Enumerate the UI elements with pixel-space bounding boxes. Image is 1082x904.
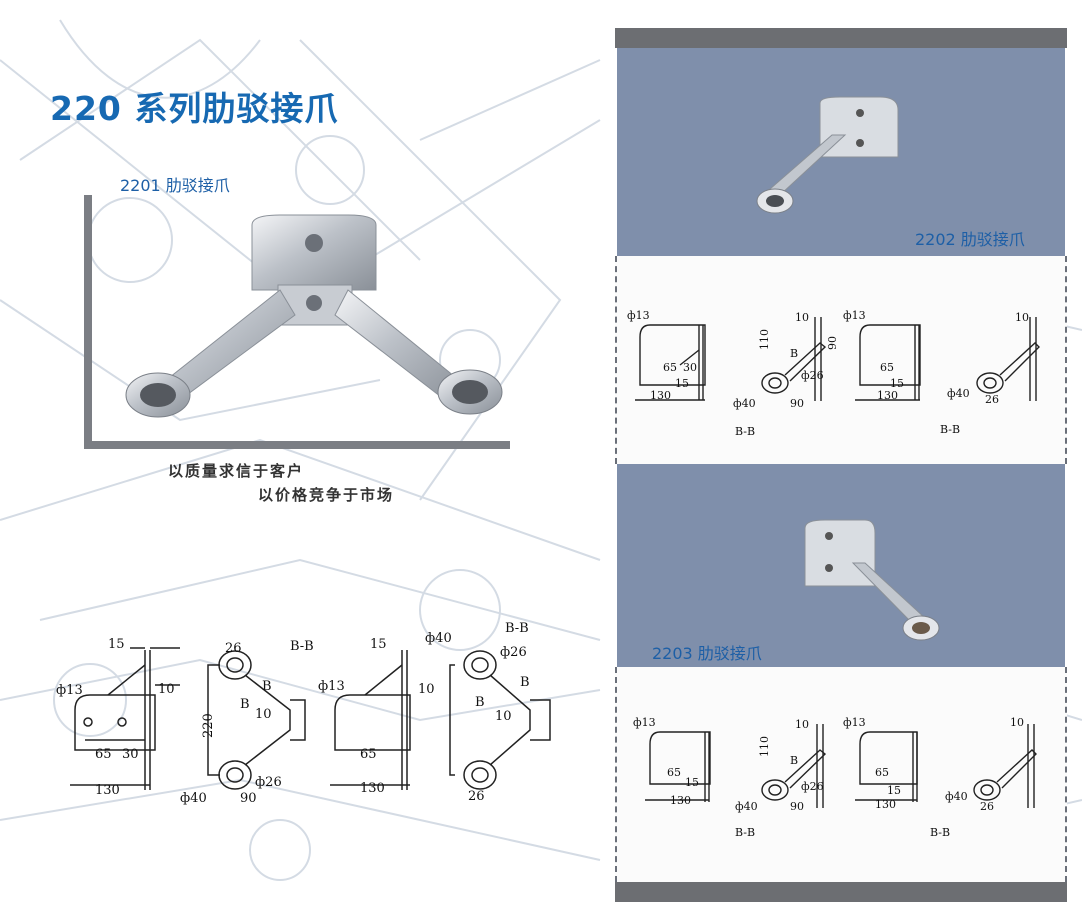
dim-26-b: 26: [468, 789, 485, 804]
dim-90-c: 90: [790, 397, 804, 410]
product-2201-photo: [84, 195, 510, 449]
dim-phi26-b: ф26: [500, 645, 527, 660]
product-2202-photo: [756, 96, 899, 214]
dim-26-d: 26: [980, 800, 994, 813]
dim-65-e: 65: [667, 766, 681, 779]
bottom-gray-bar: [615, 882, 1067, 902]
dim-130-f: 130: [875, 798, 896, 811]
product-2201-label: 2201 肋驳接爪: [120, 176, 230, 195]
dim-phi13-c: ф13: [627, 309, 650, 322]
label-b-c: B: [520, 675, 530, 690]
drawing-2203-area: [615, 667, 1067, 882]
dim-phi40-b: ф40: [425, 631, 452, 646]
dim-15-b: 15: [370, 637, 387, 652]
drawing-2202: ф13 65 30 15 130 10 110 90 B ф26 ф40 90 …: [627, 309, 1040, 438]
dim-30-a: 30: [122, 747, 139, 762]
label-bb-b: B-B: [505, 621, 529, 636]
product-2203-photo: [804, 519, 940, 641]
top-gray-bar: [615, 28, 1067, 48]
dim-phi26-c: ф26: [801, 369, 824, 382]
dim-220-a: 220: [201, 713, 216, 738]
dim-10-h: 10: [1010, 716, 1024, 729]
label-b-f: B: [790, 754, 798, 767]
dim-phi13-e: ф13: [633, 716, 656, 729]
dim-110-a: 110: [758, 329, 771, 350]
dim-65-a: 65: [95, 747, 112, 762]
dim-65-c: 65: [663, 361, 677, 374]
label-bb-d: B-B: [940, 423, 960, 436]
drawing-2201: 15 10 ф13 65 30 130 26 220 10 B B ф26 ф4…: [56, 621, 551, 806]
dim-10-a: 10: [158, 682, 175, 697]
dim-phi40-f: ф40: [945, 790, 968, 803]
dim-phi26-d: ф26: [801, 780, 824, 793]
label-bb-e: B-B: [735, 826, 755, 839]
dim-phi13-d: ф13: [843, 309, 866, 322]
dim-10-g: 10: [795, 718, 809, 731]
product-2203-label: 2203 肋驳接爪: [652, 644, 762, 663]
dim-65-b: 65: [360, 747, 377, 762]
drawing-2203: ф13 65 15 130 10 110 B ф26 ф40 90 B-B ф1…: [633, 716, 1037, 839]
dim-phi13-b: ф13: [318, 679, 345, 694]
dim-130-a: 130: [95, 783, 120, 798]
dim-130-e: 130: [670, 794, 691, 807]
dim-10-d: 10: [495, 709, 512, 724]
slogan-line-2: 以价格竞争于市场: [258, 486, 395, 504]
label-b-d: B: [475, 695, 485, 710]
label-b-a: B: [262, 679, 272, 694]
dim-phi40-c: ф40: [733, 397, 756, 410]
dim-10-f: 10: [1015, 311, 1029, 324]
dim-90-a: 90: [240, 791, 257, 806]
dim-15-e: 15: [685, 776, 699, 789]
label-bb-a: B-B: [290, 639, 314, 654]
label-b-e: B: [790, 347, 798, 360]
dim-15-f: 15: [887, 784, 901, 797]
dim-90-d: 90: [790, 800, 804, 813]
dim-15-a: 15: [108, 637, 125, 652]
dim-phi40-e: ф40: [735, 800, 758, 813]
dim-phi13-f: ф13: [843, 716, 866, 729]
page-title: 220 系列肋驳接爪: [50, 89, 339, 128]
label-b-b: B: [240, 697, 250, 712]
product-2202-label: 2202 肋驳接爪: [915, 230, 1025, 249]
dim-10-c: 10: [418, 682, 435, 697]
dim-130-c: 130: [650, 389, 671, 402]
dim-phi40-a: ф40: [180, 791, 207, 806]
dim-65-d: 65: [880, 361, 894, 374]
dim-26-a: 26: [225, 641, 242, 656]
label-bb-c: B-B: [735, 425, 755, 438]
label-bb-f: B-B: [930, 826, 950, 839]
dim-15-d: 15: [890, 377, 904, 390]
dim-130-d: 130: [877, 389, 898, 402]
dim-110-b: 110: [758, 736, 771, 757]
drawing-2202-area: [615, 256, 1067, 464]
dim-15-c: 15: [675, 377, 689, 390]
dim-30-c: 30: [683, 361, 697, 374]
dim-phi26-a: ф26: [255, 775, 282, 790]
dim-10-e: 10: [795, 311, 809, 324]
dim-10-b: 10: [255, 707, 272, 722]
dim-90-b: 90: [826, 336, 839, 350]
dim-130-b: 130: [360, 781, 385, 796]
dim-26-c: 26: [985, 393, 999, 406]
slogan-line-1: 以质量求信于客户: [168, 462, 305, 480]
dim-phi40-d: ф40: [947, 387, 970, 400]
dim-65-f: 65: [875, 766, 889, 779]
dim-phi13-a: ф13: [56, 683, 83, 698]
